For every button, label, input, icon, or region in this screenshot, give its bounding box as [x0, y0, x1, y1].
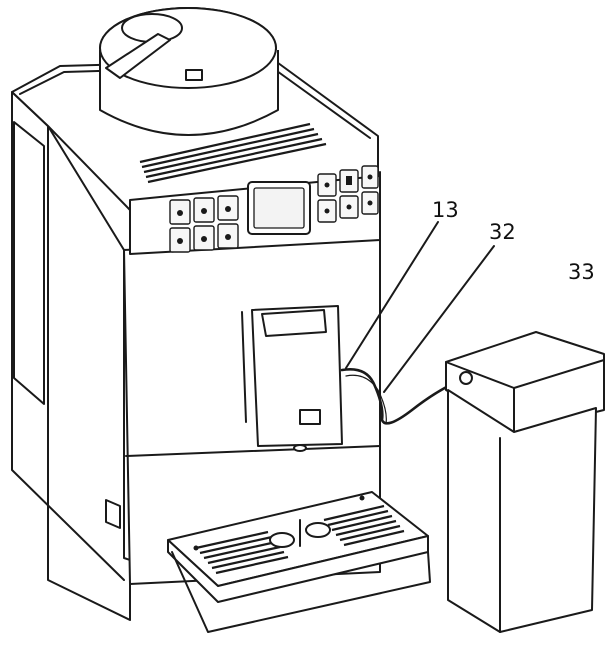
power-switch — [105, 499, 121, 529]
side-grip-strip — [13, 121, 45, 405]
outlet-nozzle — [293, 444, 307, 452]
outlet-recess-line — [241, 311, 247, 423]
leader-line-32 — [383, 245, 495, 393]
milk-container-body — [447, 389, 597, 633]
milk-connector — [459, 371, 473, 385]
milk-container — [445, 331, 605, 633]
outlet-top-cap — [261, 309, 327, 337]
outlet-badge — [299, 409, 321, 425]
drip-tray-logo — [193, 495, 365, 551]
drip-tray-grill — [195, 504, 405, 575]
coffee-machine — [11, 7, 431, 633]
button-group-left — [169, 195, 239, 253]
machine-side-edge — [11, 91, 125, 581]
lid-handle-arm — [105, 33, 171, 79]
front-divider — [125, 445, 381, 457]
callout-33: 33 — [568, 260, 595, 284]
milk-container-lid — [445, 331, 605, 433]
milk-tube — [340, 368, 468, 425]
callout-13: 13 — [432, 198, 459, 222]
leader-line-13 — [345, 221, 439, 369]
lid-latch — [185, 69, 203, 81]
button-group-right — [317, 165, 379, 223]
drip-tray-base — [171, 551, 431, 633]
vent-grill — [139, 122, 327, 184]
callout-32: 32 — [489, 220, 516, 244]
